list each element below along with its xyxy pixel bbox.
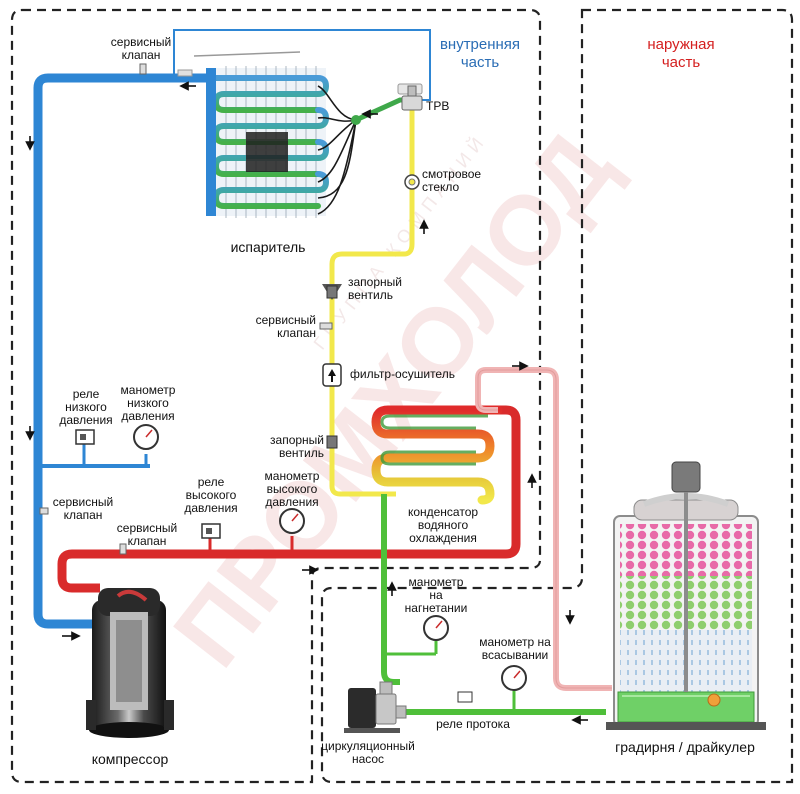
cooling-tower [606, 461, 766, 730]
suction-gauge-label: манометр на всасывании [479, 635, 551, 662]
service-valve-suction-label: сервисный клапан [52, 495, 114, 522]
service-valve-top-label: сервисный клапан [110, 35, 172, 62]
circulation-pump [344, 681, 407, 733]
service-valve-top-body [139, 63, 147, 75]
pump-label: циркуляционный насос [321, 739, 415, 766]
discharge-gauge [423, 615, 449, 641]
high-pressure-relay [201, 523, 221, 539]
service-valve-suction-body [39, 507, 49, 515]
filter-drier-label: фильтр-осушитель [350, 367, 455, 381]
suction-gauge [501, 665, 527, 691]
suction-line [33, 73, 212, 629]
cooling-tower-label: градирня / драйкулер [615, 739, 755, 755]
sight-glass-label: смотровое стекло [422, 167, 482, 194]
low-pressure-gauge-label: манометр низкого давления [120, 383, 176, 423]
low-pressure-relay-label: реле низкого давления [59, 387, 113, 427]
condenser-inner [380, 414, 488, 466]
outdoor-boundary [320, 8, 794, 784]
filter-drier [322, 363, 342, 387]
high-pressure-gauge-label: манометр высокого давления [264, 469, 320, 509]
high-pressure-gauge [279, 508, 305, 534]
trv-label: ТРВ [426, 99, 450, 113]
service-valve-discharge-label: сервисный клапан [116, 521, 178, 548]
service-valve-liquid-label: сервисный клапан [255, 313, 316, 340]
distributor-node [351, 115, 361, 125]
condenser-label: конденсатор водяного охлаждения [407, 505, 479, 545]
service-valve-liquid-body [319, 322, 333, 330]
condenser [371, 405, 503, 505]
shutoff-valve-bottom-label: запорный вентиль [270, 433, 324, 460]
shutoff-valve-bottom [326, 435, 338, 449]
outdoor-section-title: наружная часть [647, 36, 715, 71]
service-valve-discharge-body [119, 543, 127, 555]
trv-valve [401, 85, 423, 111]
compressor-label: компрессор [91, 751, 169, 767]
low-pressure-gauge [133, 424, 159, 450]
indoor-section-title: внутренняя часть [439, 36, 521, 71]
high-pressure-relay-label: реле высокого давления [184, 475, 238, 515]
discharge-gauge-label: манометр на нагнетании [404, 575, 468, 615]
water-supply-line [381, 494, 400, 685]
equalizer-line [173, 29, 431, 101]
discharge-line [57, 405, 521, 593]
liquid-line [329, 110, 415, 497]
sight-glass [404, 174, 420, 190]
compressor [86, 588, 174, 738]
low-pressure-relay [75, 429, 95, 445]
evaporator [206, 66, 330, 218]
flow-arrows [25, 81, 588, 725]
flow-relay-label: реле протока [436, 717, 510, 731]
shutoff-valve-top-label: запорный вентиль [348, 275, 402, 302]
flow-relay-body [457, 691, 473, 703]
evaporator-label: испаритель [230, 239, 306, 255]
shutoff-valve-top [322, 284, 342, 300]
